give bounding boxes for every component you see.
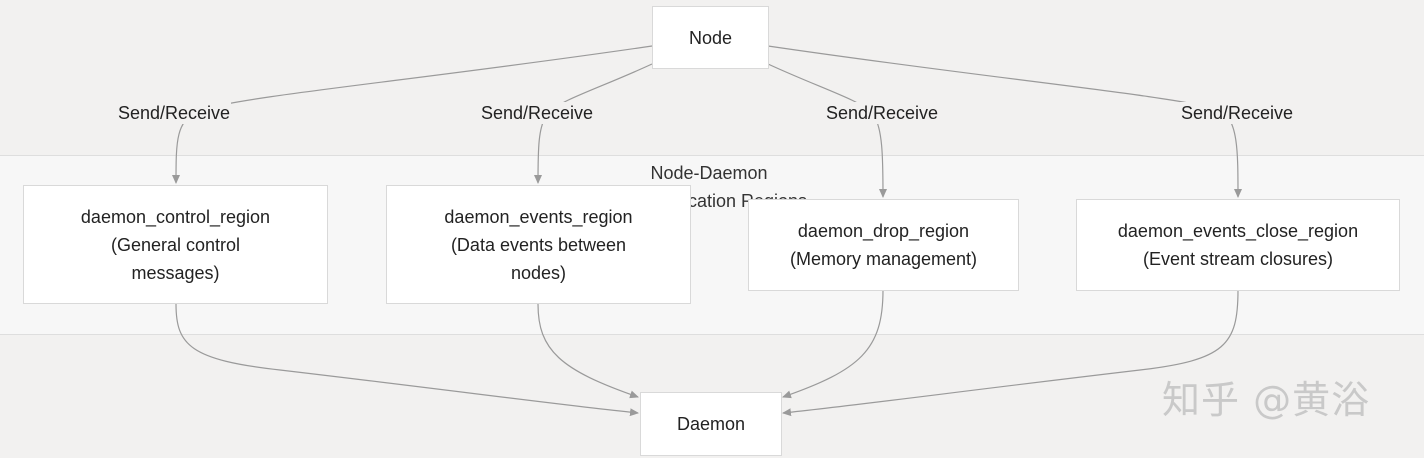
- edge-node-to-close: [767, 45, 1242, 198]
- daemon-events-region-box: daemon_events_region (Data events betwee…: [386, 185, 691, 304]
- daemon-drop-region-box: daemon_drop_region (Memory management): [748, 199, 1019, 291]
- edge-label-drop: Send/Receive: [825, 102, 940, 124]
- control-region-desc-line1: (General control: [110, 234, 241, 255]
- events-region-name: daemon_events_region: [444, 206, 633, 227]
- edge-control-to-daemon: [175, 303, 639, 417]
- events-region-desc-line2: nodes): [510, 262, 567, 283]
- edge-close-to-daemon: [782, 289, 1239, 417]
- daemon-box: Daemon: [640, 392, 782, 456]
- control-region-name: daemon_control_region: [80, 206, 271, 227]
- daemon-control-region-box: daemon_control_region (General control m…: [23, 185, 328, 304]
- close-region-name: daemon_events_close_region: [1117, 221, 1359, 241]
- drop-region-name: daemon_drop_region: [797, 221, 970, 241]
- group-title-line1: Node-Daemon: [650, 163, 768, 183]
- daemon-label: Daemon: [676, 414, 746, 434]
- node-label: Node: [688, 27, 733, 48]
- node-box: Node: [652, 6, 769, 69]
- drop-region-desc: (Memory management): [789, 249, 978, 269]
- edge-events-to-daemon: [537, 303, 639, 399]
- edge-node-to-control: [172, 45, 653, 184]
- watermark: 知乎 @黄浴: [1162, 378, 1371, 422]
- close-region-desc: (Event stream closures): [1142, 249, 1334, 269]
- edge-drop-to-daemon: [782, 289, 884, 399]
- edge-label-close: Send/Receive: [1180, 102, 1295, 124]
- edge-label-events: Send/Receive: [480, 102, 595, 124]
- daemon-events-close-region-box: daemon_events_close_region (Event stream…: [1076, 199, 1400, 291]
- edge-node-to-drop: [767, 63, 887, 198]
- control-region-desc-line2: messages): [131, 262, 220, 283]
- events-region-desc-line1: (Data events between: [450, 234, 627, 255]
- edge-label-control: Send/Receive: [117, 102, 232, 124]
